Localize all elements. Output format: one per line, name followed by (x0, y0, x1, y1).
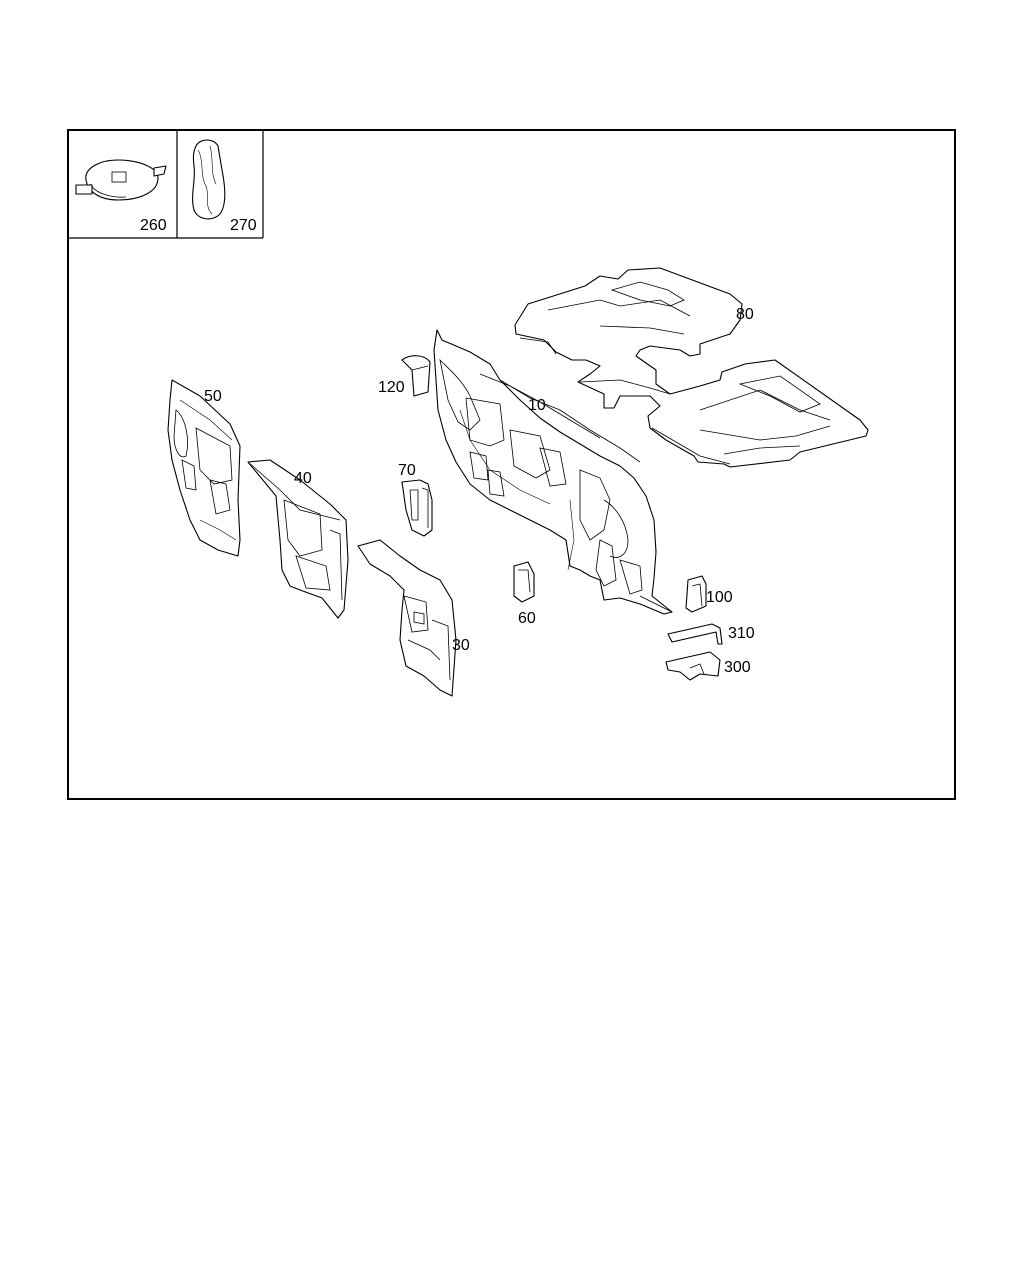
pad-60 (513, 561, 535, 603)
panel-30 (357, 539, 457, 697)
pouch-icon (192, 139, 226, 220)
diagram-frame (67, 129, 956, 800)
part-number-label: 50 (204, 388, 222, 405)
part-number-label: 60 (518, 610, 536, 627)
part-number-label: 80 (736, 306, 754, 323)
part-number-label: 270 (230, 217, 257, 234)
part-number-label: 260 (140, 217, 167, 234)
panel-40 (247, 459, 349, 619)
part-number-label: 70 (398, 462, 416, 479)
part-labels: 260 270 10 30 40 50 60 70 80 100 120 300… (140, 217, 755, 676)
bracket-70 (401, 479, 433, 537)
part-120 (401, 355, 431, 397)
part-number-label: 100 (706, 589, 733, 606)
part-number-label: 300 (724, 659, 751, 676)
part-number-label: 10 (528, 397, 546, 414)
floor-mat-80 (514, 267, 869, 468)
part-number-label: 40 (294, 470, 312, 487)
part-100 (685, 575, 707, 613)
part-number-label: 30 (452, 637, 470, 654)
dash-insulation-10 (433, 329, 673, 615)
part-number-label: 310 (728, 625, 755, 642)
inset-boxes (67, 129, 264, 239)
pad-with-tabs-icon (75, 159, 167, 201)
strip-310 (667, 623, 723, 645)
side-panel-50 (167, 379, 241, 557)
part-number-label: 120 (378, 379, 405, 396)
part-300 (665, 651, 721, 681)
